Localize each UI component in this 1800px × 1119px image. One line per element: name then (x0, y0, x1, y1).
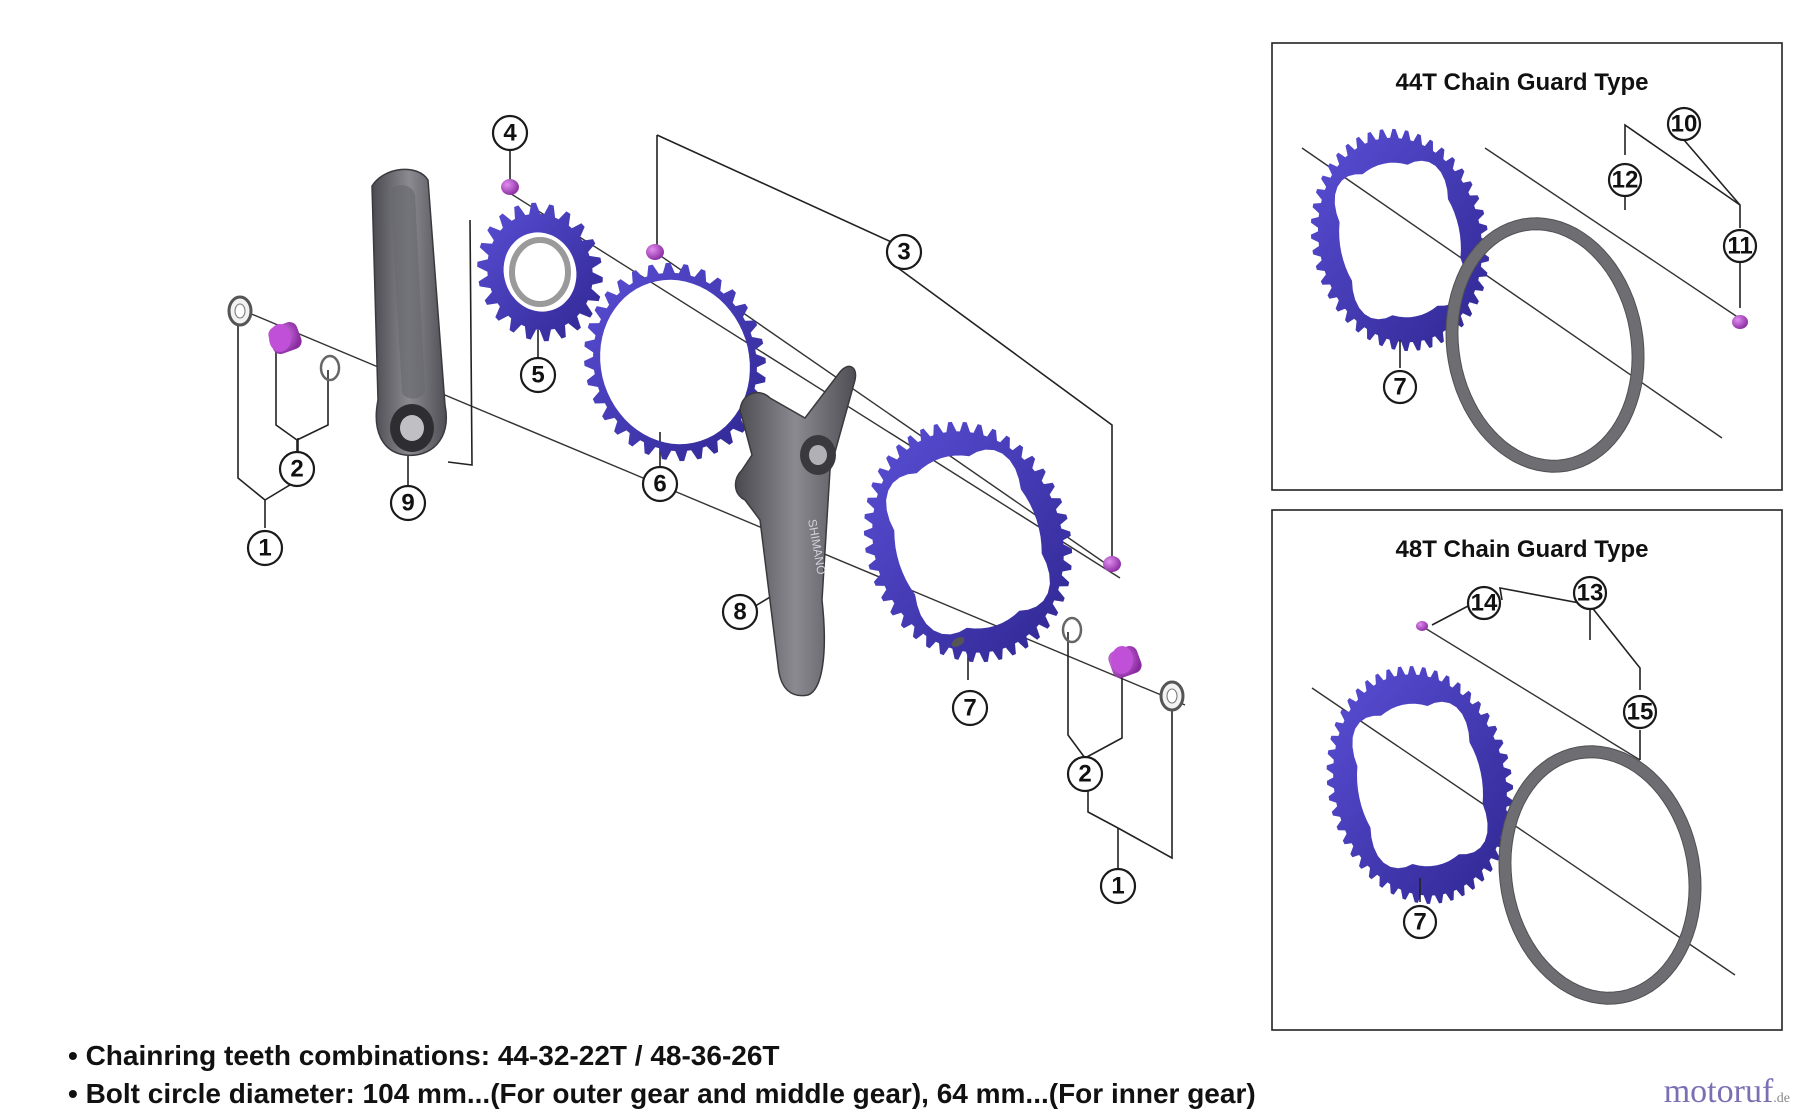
callout-main-1-right: 1 (1099, 867, 1137, 905)
note-teeth-combinations: • Chainring teeth combinations: 44-32-22… (68, 1040, 780, 1071)
assembly-axis-lines (229, 189, 1186, 706)
callout-main-2-right: 2 (1066, 755, 1104, 793)
svg-text:12: 12 (1612, 167, 1639, 194)
svg-text:10: 10 (1671, 111, 1698, 138)
svg-text:3: 3 (897, 239, 910, 266)
svg-text:11: 11 (1727, 233, 1752, 260)
panel-44t-chain-guard-ring (1445, 217, 1645, 473)
middle-chainring (584, 262, 766, 462)
svg-text:2: 2 (1078, 761, 1091, 788)
panel-48t-chain-guard: 48T Chain Guard Type 14 13 15 7 (1271, 509, 1783, 1031)
svg-text:1: 1 (1111, 873, 1124, 900)
callout-main-7: 7 (951, 689, 989, 727)
inner-ring-bolt (501, 179, 519, 195)
left-crank-arm (371, 168, 448, 457)
callout-44t-11: 11 (1722, 228, 1758, 264)
left-washer (227, 295, 253, 327)
left-thin-washer (319, 354, 341, 382)
middle-ring-bolt (646, 244, 664, 260)
panel-48t-title: 48T Chain Guard Type (1396, 536, 1649, 563)
svg-text:7: 7 (1393, 374, 1406, 401)
outer-chainring (863, 421, 1073, 663)
panel-48t-chain-guard-ring (1498, 745, 1702, 1005)
watermark-logo: motoruf.de (1664, 1073, 1790, 1111)
panel-44t-guard-bolt (1732, 315, 1748, 329)
callout-44t-10: 10 (1666, 106, 1702, 142)
callout-44t-12: 12 (1607, 162, 1643, 198)
panel-44t-title: 44T Chain Guard Type (1396, 69, 1649, 96)
callout-main-1: 1 (246, 529, 284, 567)
svg-text:9: 9 (401, 490, 414, 517)
callout-48t-15: 15 (1622, 694, 1658, 730)
inner-chainring (477, 202, 603, 342)
svg-text:6: 6 (653, 471, 666, 498)
callout-main-2: 2 (278, 450, 316, 488)
svg-text:5: 5 (531, 362, 544, 389)
callout-main-9: 9 (389, 484, 427, 522)
right-crank-bolt (1108, 645, 1142, 679)
svg-text:14: 14 (1471, 590, 1498, 617)
svg-text:8: 8 (733, 599, 746, 626)
callout-44t-7: 7 (1382, 369, 1418, 405)
svg-text:4: 4 (503, 120, 517, 147)
callout-main-8: 8 (721, 593, 759, 631)
right-washer (1159, 680, 1185, 712)
svg-text:13: 13 (1577, 580, 1604, 607)
panel-48t-guard-bolt (1416, 621, 1428, 631)
right-crank-arm: SHIMANO (734, 365, 857, 697)
panel-48t-chainring (1326, 666, 1514, 904)
callout-main-3: 3 (885, 233, 923, 271)
callout-48t-14: 14 (1466, 585, 1502, 621)
watermark-suffix: .de (1773, 1091, 1790, 1106)
outer-ring-bolt (1103, 556, 1121, 572)
svg-text:7: 7 (963, 695, 976, 722)
svg-text:1: 1 (258, 535, 271, 562)
svg-text:7: 7 (1413, 909, 1426, 936)
svg-text:15: 15 (1627, 699, 1654, 726)
right-thin-washer (1061, 616, 1083, 644)
panel-44t-chainring (1310, 128, 1490, 352)
watermark-name: motoruf (1663, 1073, 1774, 1110)
callout-48t-13: 13 (1572, 575, 1608, 611)
callout-main-6: 6 (641, 465, 679, 503)
leader-lines (237, 134, 1173, 868)
callout-48t-7: 7 (1402, 904, 1438, 940)
svg-text:2: 2 (290, 456, 303, 483)
callout-main-5: 5 (519, 356, 557, 394)
panel-44t-chain-guard: 44T Chain Guard Type 10 12 11 7 (1271, 42, 1783, 491)
note-bolt-circle-diameter: • Bolt circle diameter: 104 mm...(For ou… (68, 1078, 1256, 1109)
left-crank-bolt (268, 321, 302, 355)
callout-main-4: 4 (491, 114, 529, 152)
